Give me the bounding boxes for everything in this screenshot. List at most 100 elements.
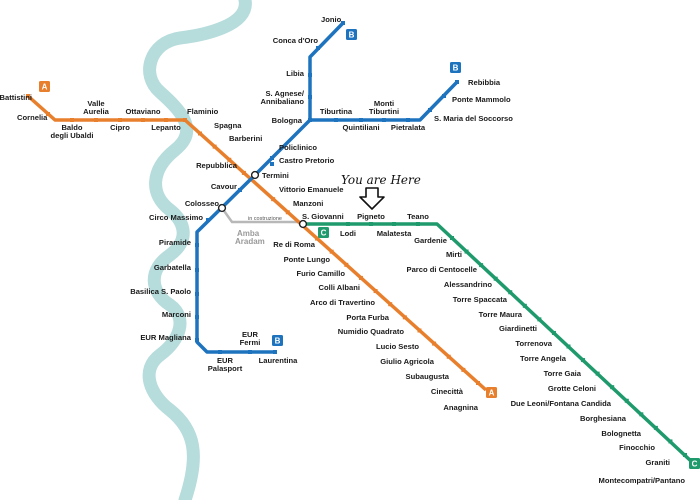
station-tick [653,425,658,430]
station-alessandrino[interactable]: Alessandrino [444,280,492,289]
station-torre-gaia[interactable]: Torre Gaia [544,369,582,378]
station-tick [369,222,373,226]
station-grotte-celoni[interactable]: Grotte Celoni [548,384,596,393]
station-jonio[interactable]: Jonio [321,15,342,24]
station-basilica[interactable]: Basilica S. Paolo [130,287,191,296]
station-cornelia[interactable]: Cornelia [17,113,48,122]
station-cavour[interactable]: Cavour [211,182,237,191]
station-malatesta[interactable]: Malatesta [377,229,412,238]
station-parco[interactable]: Parco di Centocelle [407,265,477,274]
station-due-leoni[interactable]: Due Leoni/Fontana Candida [511,399,612,408]
station-piramide[interactable]: Piramide [159,238,191,247]
line-a-badge-south: A [486,387,497,398]
station-eur-magliana[interactable]: EUR Magliana [140,333,191,342]
station-colli-albani[interactable]: Colli Albani [319,283,360,292]
station-laurentina[interactable]: Laurentina [259,356,299,365]
station-colosseo[interactable]: Colosseo [185,199,220,208]
station-barberini[interactable]: Barberini [229,134,262,143]
station-giardinetti[interactable]: Giardinetti [499,324,537,333]
station-valle-2[interactable]: Aurelia [83,107,110,116]
station-bologna[interactable]: Bologna [272,116,303,125]
station-re-di-roma[interactable]: Re di Roma [273,240,316,249]
station-garbatella[interactable]: Garbatella [154,263,192,272]
station-tick [270,162,274,166]
station-eur-palasport-2[interactable]: Palasport [208,364,243,373]
station-tick [206,218,210,222]
station-valle-1[interactable]: Valle [87,99,104,108]
station-finocchio[interactable]: Finocchio [619,443,655,452]
station-marconi[interactable]: Marconi [162,310,191,319]
station-furio-camillo[interactable]: Furio Camillo [296,269,345,278]
station-s-maria[interactable]: S. Maria del Soccorso [434,114,513,123]
station-pigneto[interactable]: Pigneto [357,212,385,221]
station-ponte-mammolo[interactable]: Ponte Mammolo [452,95,511,104]
station-lodi[interactable]: Lodi [340,229,356,238]
station-borghesiana[interactable]: Borghesiana [580,414,627,423]
station-torrenova[interactable]: Torrenova [515,339,552,348]
station-tick [195,243,199,247]
station-flaminio[interactable]: Flaminio [187,107,219,116]
station-termini[interactable]: Termini [262,171,289,180]
station-vittorio[interactable]: Vittorio Emanuele [279,185,343,194]
station-eur-fermi-2[interactable]: Fermi [240,338,261,347]
station-s-agnese-2[interactable]: Annibaliano [261,97,305,106]
station-baldo-1[interactable]: Baldo [61,123,82,132]
interchange-san-giovanni[interactable] [298,219,308,229]
station-ottaviano[interactable]: Ottaviano [125,107,160,116]
station-eur-fermi-1[interactable]: EUR [242,330,259,339]
station-s-giovanni[interactable]: S. Giovanni [302,212,344,221]
station-torre-spaccata[interactable]: Torre Spaccata [453,295,508,304]
station-cinecitta[interactable]: Cinecittà [431,387,464,396]
station-s-agnese-1[interactable]: S. Agnese/ [265,89,304,98]
station-tick [446,354,451,359]
station-cipro[interactable]: Cipro [110,123,130,132]
station-tick [595,371,600,376]
station-numidio[interactable]: Numidio Quadrato [338,327,405,336]
station-rebibbia[interactable]: Rebibbia [468,78,501,87]
station-tick [316,46,320,50]
interchange-termini[interactable] [250,170,260,180]
station-eur-palasport-1[interactable]: EUR [217,356,234,365]
station-policlinico[interactable]: Policlinico [279,143,317,152]
station-mirti[interactable]: Mirti [446,250,462,259]
station-ponte-lungo[interactable]: Ponte Lungo [284,255,331,264]
station-tick [392,222,396,226]
station-tick [479,263,484,268]
station-tick [212,144,217,149]
station-lucio-sesto[interactable]: Lucio Sesto [376,342,419,351]
station-lepanto[interactable]: Lepanto [151,123,181,132]
station-giulio-agricola[interactable]: Giulio Agricola [380,357,435,366]
interchange-colosseo[interactable] [217,203,227,213]
station-baldo-2[interactable]: degli Ubaldi [50,131,93,140]
station-arco[interactable]: Arco di Travertino [310,298,375,307]
station-subaugusta[interactable]: Subaugusta [406,372,450,381]
station-circo-massimo[interactable]: Circo Massimo [149,213,203,222]
station-graniti[interactable]: Graniti [646,458,670,467]
station-spagna[interactable]: Spagna [214,121,242,130]
station-tiburtina[interactable]: Tiburtina [320,107,353,116]
station-castro-pretorio[interactable]: Castro Pretorio [279,156,335,165]
station-monti-1[interactable]: Monti [374,99,394,108]
station-bolognetta[interactable]: Bolognetta [601,429,641,438]
line-b-badge-north: B [346,29,357,40]
station-teano[interactable]: Teano [407,212,429,221]
station-montecompatri[interactable]: Montecompatri/Pantano [599,476,686,485]
station-battistini[interactable]: Battistini [0,93,32,102]
station-manzoni[interactable]: Manzoni [293,199,323,208]
station-anagnina[interactable]: Anagnina [443,403,478,412]
line-b-badge-east: B [450,62,461,73]
station-torre-angela[interactable]: Torre Angela [520,354,567,363]
station-porta-furba[interactable]: Porta Furba [346,313,389,322]
amba-aradam-label-1: Amba [237,229,260,238]
station-gardenie[interactable]: Gardenie [414,236,447,245]
station-monti-2[interactable]: Tiburtini [369,107,399,116]
station-quintiliani[interactable]: Quintiliani [342,123,379,132]
station-pietralata[interactable]: Pietralata [391,123,426,132]
station-repubblica[interactable]: Repubblica [196,161,238,170]
station-tick [610,385,615,390]
station-tick [464,249,469,254]
station-torre-maura[interactable]: Torre Maura [479,310,523,319]
station-conca-doro[interactable]: Conca d'Oro [273,36,319,45]
station-tick [442,94,446,98]
station-libia[interactable]: Libia [286,69,304,78]
